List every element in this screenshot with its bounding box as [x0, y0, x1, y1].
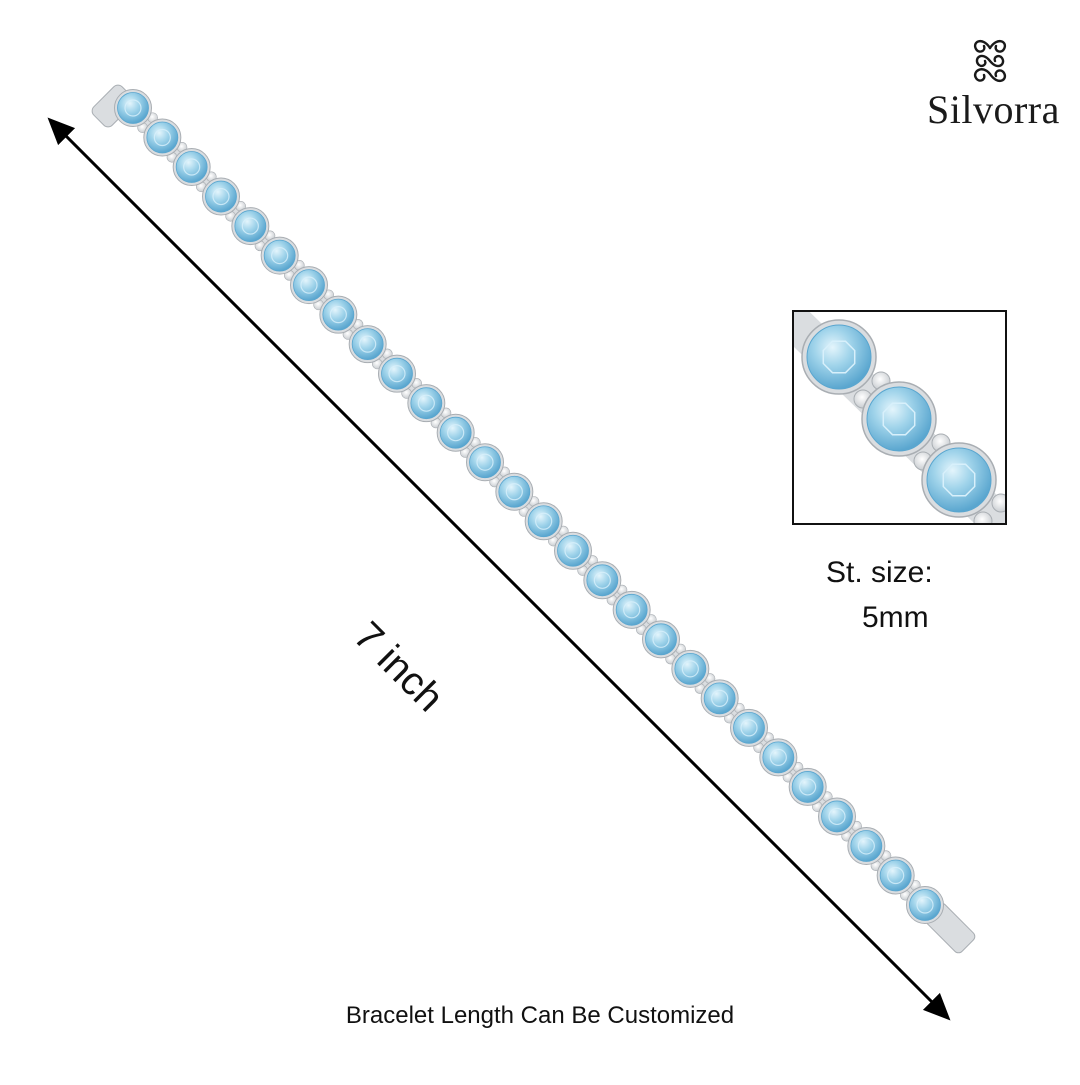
stone-facet — [593, 571, 611, 589]
blue-topaz-stone — [703, 682, 736, 715]
stone-facet — [769, 748, 787, 767]
blue-topaz-stone — [117, 92, 149, 124]
stone-facet — [153, 128, 171, 147]
blue-topaz-stone — [234, 210, 267, 242]
stone-size-value: 5mm — [862, 601, 929, 634]
blue-topaz-stone — [263, 239, 296, 272]
stone-size-label: St. size: 5mm — [826, 550, 966, 640]
stone-facet — [476, 453, 494, 471]
inset-accent-diamond — [991, 493, 1005, 513]
stone-facet — [535, 512, 553, 530]
stone-facet — [681, 660, 699, 678]
inset-blue-topaz-stone — [926, 447, 992, 513]
blue-topaz-stone — [205, 180, 237, 213]
length-arrow — [47, 117, 951, 1021]
stone-facet — [916, 896, 934, 914]
stone-closeup — [794, 312, 1005, 523]
stone-facet — [271, 246, 289, 265]
blue-topaz-stone — [322, 298, 355, 331]
inset-blue-topaz-stone — [866, 386, 932, 452]
stone-facet — [652, 630, 670, 648]
chain-band — [126, 101, 932, 912]
blue-topaz-stone — [850, 830, 883, 862]
inset-accent-diamond — [973, 511, 993, 523]
blue-topaz-stone — [175, 151, 208, 183]
blue-topaz-stone — [909, 889, 941, 921]
blue-topaz-stone — [879, 859, 912, 892]
stone-facet — [623, 601, 641, 619]
stone-facet — [329, 306, 347, 324]
stone-facet — [887, 866, 905, 885]
stone-facet — [828, 807, 846, 826]
brand-logo: Silvorra — [900, 30, 1080, 140]
stone-facet — [711, 689, 729, 707]
stone-facet — [300, 276, 318, 294]
inset-blue-topaz-stone — [806, 324, 872, 390]
blue-topaz-stone — [615, 593, 648, 626]
blue-topaz-stone — [381, 357, 413, 390]
stone-facet — [740, 719, 758, 737]
brand-name: Silvorra — [927, 87, 1060, 132]
blue-topaz-stone — [674, 652, 707, 685]
stone-facet — [241, 217, 259, 235]
stone-facet — [799, 778, 817, 796]
blue-topaz-stone — [293, 269, 325, 302]
blue-topaz-stone — [498, 475, 531, 508]
stone-facet — [212, 187, 230, 206]
stone-facet — [388, 365, 406, 383]
blue-topaz-stone — [645, 623, 677, 656]
stone-size-title: St. size: — [826, 556, 933, 589]
blue-topaz-stone — [762, 741, 795, 774]
swirl-monogram-icon — [973, 40, 1007, 82]
blue-topaz-stone — [351, 328, 384, 361]
stone-facet — [124, 99, 142, 117]
blue-topaz-stone — [146, 121, 179, 154]
blue-topaz-stone — [557, 534, 589, 567]
stone-facet — [857, 837, 875, 855]
stone-facet — [564, 542, 582, 560]
blue-topaz-stone — [791, 771, 824, 803]
stone-facet — [505, 483, 523, 501]
arrow-line — [47, 117, 951, 1021]
blue-topaz-stone — [527, 505, 560, 538]
blue-topaz-stone — [821, 800, 853, 833]
customization-caption: Bracelet Length Can Be Customized — [345, 1002, 735, 1029]
blue-topaz-stone — [439, 416, 472, 449]
stone-facet — [417, 394, 435, 412]
stone-facet — [359, 335, 377, 353]
inset-stone-facet — [822, 340, 856, 374]
stone-facet — [447, 424, 465, 442]
inset-stone-facet — [942, 463, 976, 497]
blue-topaz-stone — [410, 387, 443, 420]
inset-stone-facet — [882, 402, 916, 436]
stone-zoom-inset — [792, 310, 1007, 525]
blue-topaz-stone — [469, 446, 501, 479]
bracelet — [91, 84, 976, 954]
stone-facet — [183, 158, 201, 176]
blue-topaz-stone — [733, 711, 765, 744]
blue-topaz-stone — [586, 564, 619, 597]
